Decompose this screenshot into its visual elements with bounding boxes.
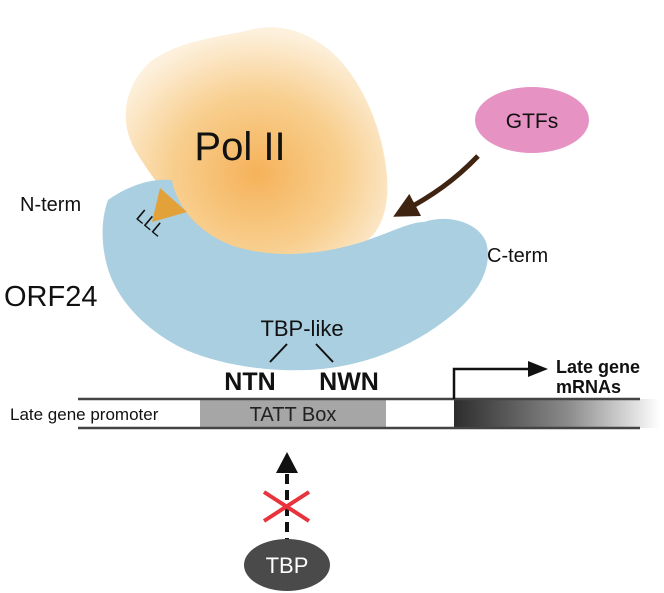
- late-mrna-label-1: Late gene: [556, 357, 640, 377]
- bent-arrowhead: [528, 361, 548, 377]
- gtfs-label: GTFs: [506, 110, 559, 133]
- c-term-label: C-term: [487, 245, 548, 267]
- gtfs-arrow: [393, 154, 480, 217]
- transcribed-region: [454, 399, 660, 428]
- nwn-connector: [315, 343, 334, 363]
- tbp-ellipse: [244, 539, 330, 591]
- bent-arrow-icon: [452, 367, 530, 399]
- tbp-label: TBP: [266, 553, 309, 578]
- late-mrna-label-2: mRNAs: [556, 377, 621, 397]
- gtfs-ellipse: [475, 87, 589, 153]
- nwn-label: NWN: [319, 368, 379, 396]
- ntn-connector: [269, 343, 288, 363]
- red-x-cross-icon: [262, 490, 311, 523]
- interaction-wedge: [152, 188, 187, 222]
- tatt-box-fill: [200, 399, 386, 428]
- pol2-label: Pol II: [194, 125, 285, 169]
- orf24-shape: [102, 179, 488, 371]
- tbp-like-label: TBP-like: [260, 316, 343, 341]
- n-term-label: N-term: [20, 194, 81, 216]
- ntn-label: NTN: [224, 368, 275, 396]
- tbp-arrowhead: [276, 452, 298, 473]
- orf24-label: ORF24: [4, 281, 97, 313]
- tatt-box-label: TATT Box: [250, 404, 337, 426]
- pol2-shape: [125, 27, 388, 263]
- promoter-label: Late gene promoter: [10, 405, 159, 424]
